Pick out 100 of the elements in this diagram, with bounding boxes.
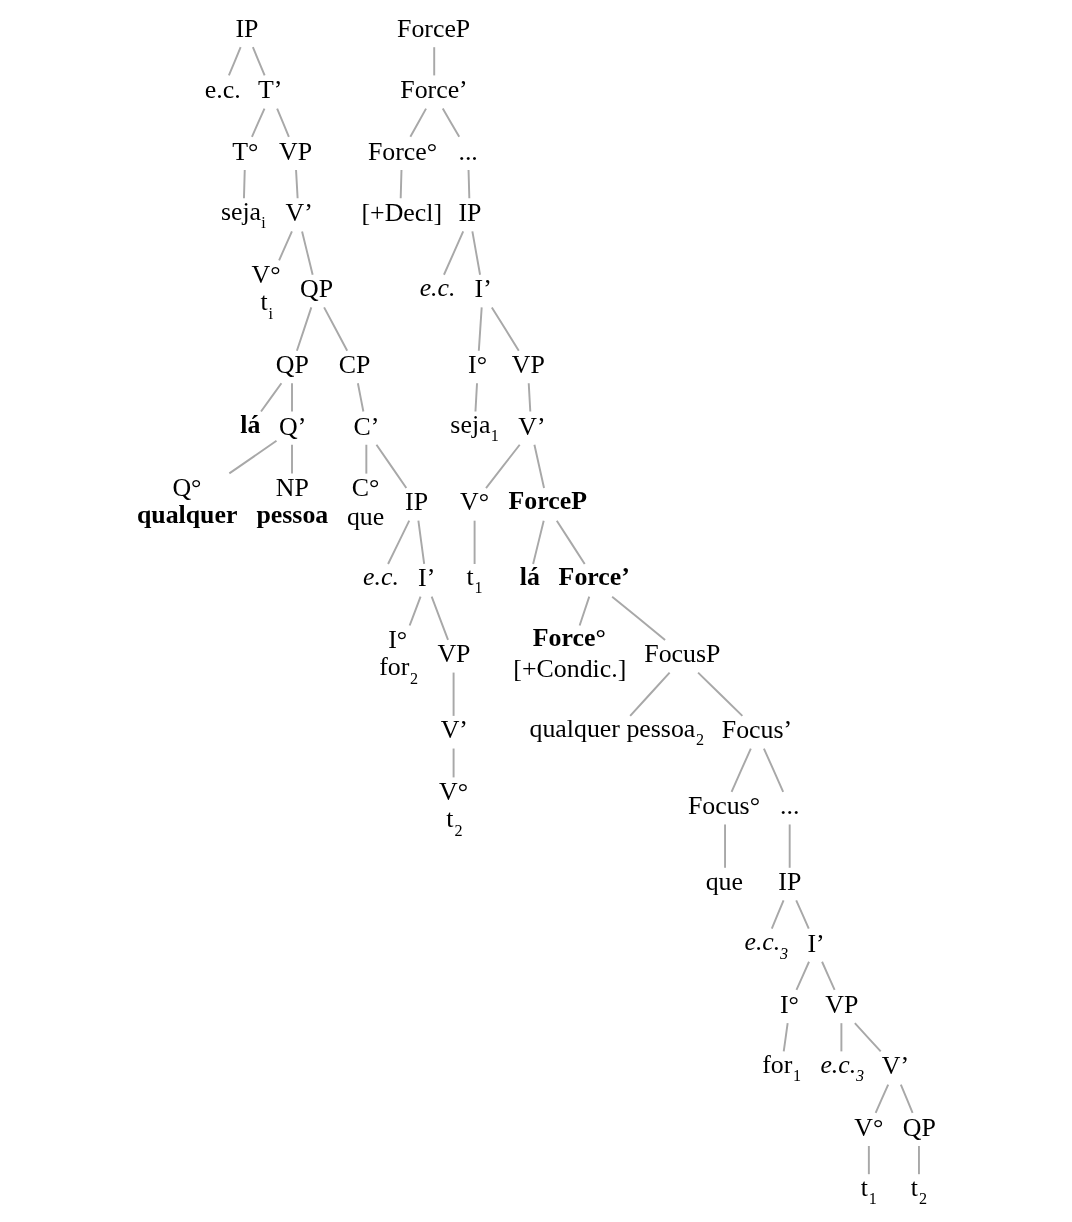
node-text: e.c.$_{3}$ [744,927,789,962]
node-text: Force° [532,623,606,653]
node-text: lá [240,409,261,439]
node-text: QP [275,350,309,380]
node-text: IP [778,867,802,897]
connector [399,169,403,200]
node-label: que [346,502,385,532]
node-label: t$_{2}$ [446,804,463,839]
node-text: IP [235,14,259,44]
node-text: NP [275,472,309,502]
node-text: V° [251,259,281,289]
connector [918,1145,920,1176]
connector [555,519,586,565]
connector [291,443,293,475]
connector [762,747,785,793]
connector [260,382,283,413]
connector [356,382,365,413]
node-text: I° [468,350,488,380]
node-text: Force’ [400,75,468,105]
node-text: V° [854,1112,884,1142]
connector [473,519,476,565]
node-text: VP [511,350,545,380]
node-text: I’ [418,563,436,593]
node-label: for$_{2}$ [379,652,419,687]
connector [788,823,791,869]
connector [278,230,293,262]
connector [471,230,482,276]
connector [795,899,810,930]
node-text: T’ [258,75,283,105]
connector [578,595,591,627]
connector [899,1083,914,1114]
connector [291,382,293,413]
node-text: Force° [367,136,438,166]
node-text: VP [825,990,859,1020]
connector [387,519,411,565]
node-text: I° [388,624,408,654]
connector [409,107,427,138]
connector [477,306,483,352]
node-text: e.c. [204,75,241,105]
connector [452,671,455,717]
connector [365,443,368,475]
node-text: V’ [518,411,546,441]
node-text: QP [902,1112,936,1142]
node-text: QP [300,274,334,304]
node-text: lá [519,561,540,591]
connector [301,230,314,276]
connector [533,443,545,490]
connector [730,747,752,793]
connector [490,306,520,352]
node-text: C’ [353,411,380,441]
node-text: Q’ [279,411,307,441]
node-text: seja$_{i}$ [220,196,266,232]
connector [452,747,455,779]
node-text: V° [460,487,490,517]
node-text: VP [279,136,313,166]
connector [228,439,278,475]
connector [375,443,408,490]
node-text: Focus° [687,791,760,821]
connector [629,671,671,717]
node-text: IP [458,198,482,228]
node-text: t$_{1}$ [860,1172,877,1208]
node-text: for$_{1}$ [762,1049,801,1085]
node-label: [+Condic.] [513,653,627,683]
connector [430,595,449,641]
node-text: IP [405,487,429,517]
node-label: qualquer [136,500,238,530]
connector [770,899,785,930]
node-text: t$_{1}$ [466,561,483,597]
node-text: V’ [285,198,313,228]
node-text: Focus’ [721,715,793,745]
connector [295,306,313,352]
node-text: T° [232,136,259,166]
connector [276,107,290,138]
node-text: e.c. [419,272,456,302]
node-text: CP [338,350,371,380]
connector [227,46,242,77]
connector [697,671,744,717]
node-text: ... [779,791,800,821]
node-text: V’ [440,715,468,745]
connector [840,1022,843,1053]
node-text: [+Decl] [361,198,443,228]
connector [323,306,349,352]
node-text: V° [439,776,469,806]
connector [611,595,667,641]
node-text: e.c. [363,561,399,591]
connector [474,382,478,413]
connector [433,46,436,77]
node-text: I’ [474,274,492,304]
node-label: pessoa [256,500,329,530]
connector [853,1022,882,1053]
node-text: Q° [172,472,202,502]
node-label: t$_{i}$ [260,287,274,322]
connector [441,107,461,138]
node-text: seja$_{1}$ [450,409,499,445]
node-text: FocusP [644,639,721,669]
node-text: Force’ [558,561,630,591]
connector [251,46,266,77]
node-text: I° [779,990,799,1020]
node-text: ForceP [508,485,587,515]
connector [795,960,810,991]
